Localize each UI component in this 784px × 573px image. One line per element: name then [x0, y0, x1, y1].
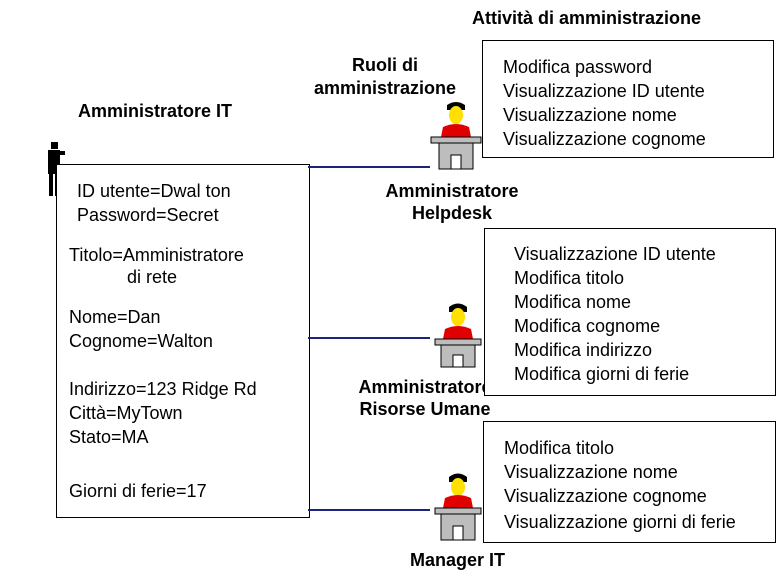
list-item: Modifica nome — [514, 292, 632, 312]
roles-title: Ruoli di amministrazione — [300, 54, 470, 100]
list-item: Visualizzazione nome — [503, 105, 677, 125]
list-item: Visualizzazione ID utente — [503, 81, 705, 101]
it-admin-title: Amministratore IT — [78, 101, 233, 121]
helpdesk-activities-box: Modifica password Visualizzazione ID ute… — [482, 40, 774, 158]
helpdesk-role-label: Amministratore Helpdesk — [372, 180, 532, 224]
user-record-box: ID utente=Dwal ton Password=Secret Titol… — [56, 164, 310, 518]
list-item: Visualizzazione nome — [504, 462, 678, 482]
record-vacation: Giorni di ferie=17 — [69, 481, 207, 501]
list-item: Modifica giorni di ferie — [514, 364, 690, 384]
hr-label-line1: Amministratore — [358, 377, 492, 397]
list-item: Visualizzazione cognome — [504, 486, 707, 506]
list-item: Modifica indirizzo — [514, 340, 653, 360]
manager-activities-list: Modifica titolo Visualizzazione nome Vis… — [504, 436, 736, 534]
record-last-name: Cognome=Walton — [69, 331, 213, 351]
hr-role-label: Amministratore Risorse Umane — [345, 376, 505, 420]
helpdesk-role-icon — [429, 101, 483, 171]
connector-hr — [308, 337, 430, 339]
hr-activities-box: Visualizzazione ID utente Modifica titol… — [484, 228, 776, 396]
record-password: Password=Secret — [77, 205, 219, 225]
hr-activities-list: Visualizzazione ID utente Modifica titol… — [514, 242, 716, 386]
list-item: Modifica titolo — [504, 438, 615, 458]
manager-activities-box: Modifica titolo Visualizzazione nome Vis… — [483, 421, 776, 543]
helpdesk-label-line2: Helpdesk — [411, 203, 493, 223]
list-item: Visualizzazione cognome — [503, 129, 706, 149]
list-item: Modifica cognome — [514, 316, 661, 336]
record-address: Indirizzo=123 Ridge Rd — [69, 379, 257, 399]
record-state: Stato=MA — [69, 427, 149, 447]
manager-role-label: Manager IT — [410, 550, 506, 570]
list-item: Modifica password — [503, 57, 653, 77]
hr-label-line2: Risorse Umane — [359, 399, 491, 419]
hr-role-icon — [433, 299, 483, 369]
record-first-name: Nome=Dan — [69, 307, 161, 327]
connector-manager — [308, 509, 430, 511]
record-title-continued: di rete — [127, 267, 178, 287]
record-user-id: ID utente=Dwal ton — [77, 181, 231, 201]
list-item: Visualizzazione ID utente — [514, 244, 716, 264]
activities-title: Attività di amministrazione — [472, 8, 702, 28]
record-title: Titolo=Amministratore — [69, 245, 244, 265]
list-item: Visualizzazione giorni di ferie — [504, 512, 736, 532]
record-city: Città=MyTown — [69, 403, 183, 423]
roles-title-line2: amministrazione — [313, 78, 457, 98]
roles-title-line1: Ruoli di — [352, 55, 418, 75]
manager-role-icon — [433, 470, 483, 542]
helpdesk-activities-list: Modifica password Visualizzazione ID ute… — [503, 55, 706, 151]
helpdesk-label-line1: Amministratore — [385, 181, 519, 201]
connector-helpdesk — [308, 166, 430, 168]
list-item: Modifica titolo — [514, 268, 625, 288]
